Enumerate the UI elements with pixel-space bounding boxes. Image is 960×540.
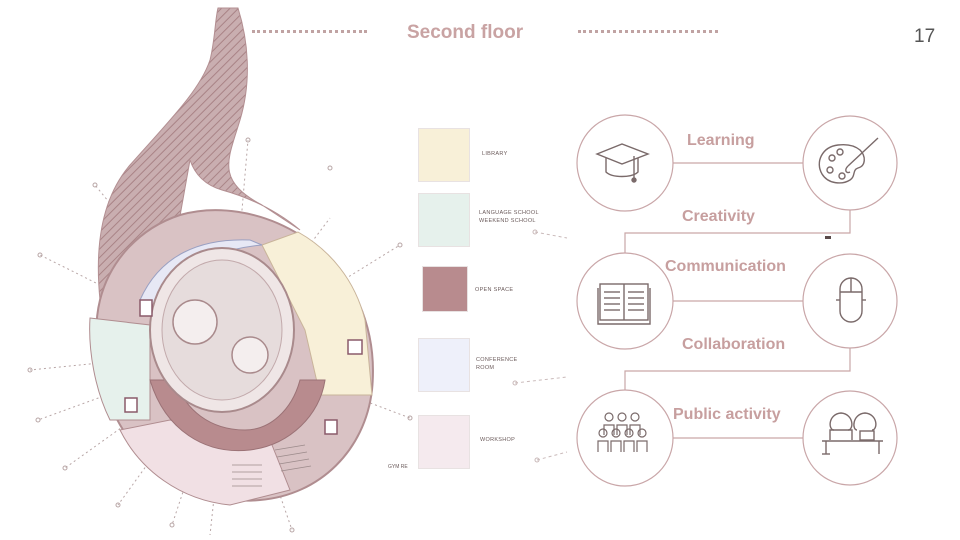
public-activity-circle [576, 389, 674, 487]
legend-swatch-library [418, 128, 470, 182]
legend-swatch-conference-room [418, 338, 470, 392]
collaboration-circle [802, 253, 898, 349]
gym-label: GYM RE [388, 464, 408, 470]
label-public-activity: Public activity [673, 406, 781, 423]
computer-mouse-icon [836, 277, 866, 323]
title-dots-right [578, 30, 718, 43]
stray-mark [825, 236, 831, 239]
communication-circle [576, 252, 674, 350]
group-of-people-icon [597, 412, 648, 452]
creativity-circle [802, 115, 898, 211]
legend-connectors [512, 229, 568, 463]
open-book-icon [597, 283, 651, 325]
concepts-diagram [576, 114, 898, 487]
legend-swatch-open-space [422, 266, 468, 312]
label-creativity: Creativity [682, 208, 755, 225]
title-dots-left [252, 30, 367, 43]
legend-swatch-workshop [418, 415, 470, 469]
label-collaboration: Collaboration [682, 336, 786, 353]
page-number: 17 [914, 26, 936, 47]
guide-dots [27, 137, 413, 533]
legend-label-open-space: OPEN SPACE [475, 287, 514, 293]
people-at-desk-icon [822, 412, 883, 455]
label-learning: Learning [687, 132, 755, 149]
palette-icon [818, 137, 879, 184]
connector-lines [624, 162, 851, 439]
legend-label-library: LIBRARY [482, 151, 508, 157]
label-communication: Communication [665, 258, 786, 275]
legend-swatch-language-school [418, 193, 470, 247]
people-desk-circle [802, 390, 898, 486]
legend-label-workshop: WORKSHOP [480, 437, 516, 443]
classroom-seats [232, 444, 312, 487]
floor-plan: GYM RE [27, 7, 413, 536]
page-title: Second floor [407, 22, 524, 43]
graduation-cap-icon [595, 143, 650, 183]
